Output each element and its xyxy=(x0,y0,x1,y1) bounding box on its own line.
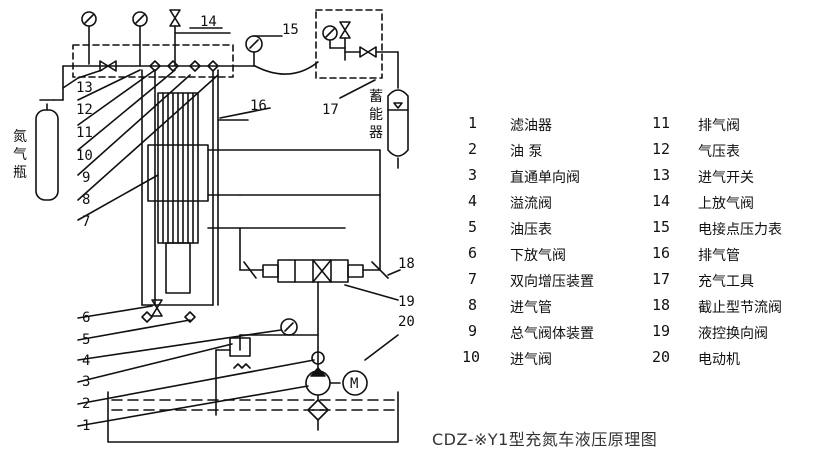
legend-item-name: 直通单向阀 xyxy=(510,170,580,186)
callout-5: 5 xyxy=(82,332,90,348)
legend-num: 15 xyxy=(652,218,671,236)
legend-num: 17 xyxy=(652,270,671,288)
gauge-12-right xyxy=(132,11,148,67)
legend-item-name: 气压表 xyxy=(698,144,740,160)
callout-15: 15 xyxy=(282,22,299,38)
diagram-caption: CDZ-※Y1型充氮车液压原理图 xyxy=(432,430,658,449)
callout-4: 4 xyxy=(82,353,90,369)
callout-18: 18 xyxy=(398,256,415,272)
legend-item-name: 溢流阀 xyxy=(510,196,552,212)
legend-num: 16 xyxy=(652,244,671,262)
manifold-box xyxy=(72,44,234,78)
legend-item-name: 上放气阀 xyxy=(698,196,754,212)
legend-num: 4 xyxy=(468,192,478,210)
legend-item-name: 电动机 xyxy=(698,352,740,368)
pressure-gauge-15 xyxy=(245,35,263,67)
legend-num: 5 xyxy=(468,218,478,236)
legend-item-name: 油 泵 xyxy=(510,144,543,160)
motor-symbol: M xyxy=(350,376,358,392)
legend-num: 1 xyxy=(468,114,478,132)
legend-num: 6 xyxy=(468,244,478,262)
callout-20: 20 xyxy=(398,314,415,330)
callout-7: 7 xyxy=(82,214,90,230)
callout-19: 19 xyxy=(398,294,415,310)
legend-item-name: 排气阀 xyxy=(698,118,740,134)
legend-item-name: 总气阀体装置 xyxy=(510,326,594,342)
legend-item-name: 进气开关 xyxy=(698,170,754,186)
legend-item-name: 电接点压力表 xyxy=(698,222,782,238)
callout-16: 16 xyxy=(250,98,267,114)
accumulator-label: 蓄能器 xyxy=(369,89,383,141)
legend-num: 12 xyxy=(652,140,671,158)
legend-item-name: 液控换向阀 xyxy=(698,326,768,342)
callout-11: 11 xyxy=(76,125,93,141)
callout-13: 13 xyxy=(76,80,93,96)
directional-valve-19 xyxy=(239,259,381,283)
callout-14: 14 xyxy=(200,14,217,30)
callout-6: 6 xyxy=(82,310,90,326)
legend-num: 19 xyxy=(652,322,671,340)
legend-item-name: 截止型节流阀 xyxy=(698,300,782,316)
legend-num: 2 xyxy=(468,140,478,158)
legend-num: 14 xyxy=(652,192,671,210)
legend-item-name: 进气阀 xyxy=(510,352,552,368)
bleed-valve-14 xyxy=(169,9,231,67)
callout-17: 17 xyxy=(322,102,339,118)
legend-num: 11 xyxy=(652,114,671,132)
callout-2: 2 xyxy=(82,396,90,412)
legend-item-name: 排气管 xyxy=(698,248,740,264)
legend-num: 8 xyxy=(468,296,478,314)
motor-20 xyxy=(342,370,368,396)
callout-12: 12 xyxy=(76,102,93,118)
inlet-switch-13 xyxy=(99,60,117,72)
gauge-12-left xyxy=(81,11,97,65)
legend-item-name: 充气工具 xyxy=(698,274,754,290)
legend-num: 9 xyxy=(468,322,478,340)
nitrogen-bottle-label: 氮气瓶 xyxy=(13,129,27,181)
legend-num: 3 xyxy=(468,166,478,184)
accumulator xyxy=(387,89,409,169)
callout-10: 10 xyxy=(76,148,93,164)
legend-num: 20 xyxy=(652,348,671,366)
nitrogen-bottle xyxy=(35,99,64,201)
callout-8: 8 xyxy=(82,192,90,208)
legend-item-name: 进气管 xyxy=(510,300,552,316)
legend-num: 7 xyxy=(468,270,478,288)
booster-7 xyxy=(147,92,209,294)
callout-1: 1 xyxy=(82,418,90,434)
charging-tool-box xyxy=(315,9,383,79)
legend-num: 18 xyxy=(652,296,671,314)
legend-item-name: 下放气阀 xyxy=(510,248,566,264)
legend-item-name: 滤油器 xyxy=(510,118,552,134)
legend-item-name: 油压表 xyxy=(510,222,552,238)
legend-item-name: 双向增压装置 xyxy=(510,274,594,290)
callout-9: 9 xyxy=(82,170,90,186)
legend-num: 13 xyxy=(652,166,671,184)
oil-tank xyxy=(107,391,399,443)
callout-3: 3 xyxy=(82,374,90,390)
legend-num: 10 xyxy=(462,348,481,366)
